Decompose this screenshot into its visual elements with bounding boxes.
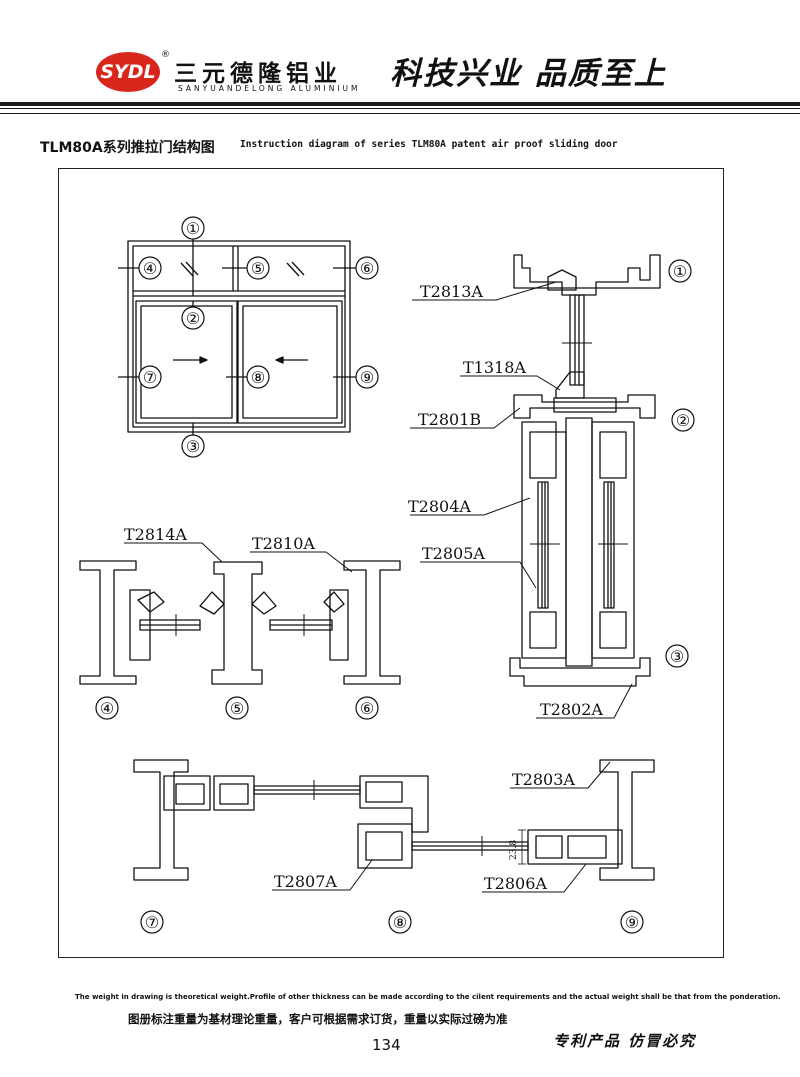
- callout-1: ①: [186, 219, 200, 238]
- leader-lines: [410, 281, 633, 719]
- part-label-t2814a: T2814A: [124, 525, 187, 544]
- page-title-cn: TLM80A系列推拉门结构图: [40, 140, 215, 156]
- section-callout-6: ⑥: [360, 699, 374, 718]
- door-elevation: [118, 232, 358, 440]
- dimension-label: 23.8: [509, 840, 519, 860]
- part-label-t2803a: T2803A: [512, 770, 575, 789]
- company-name-cn: 三元德隆铝业: [174, 61, 342, 87]
- section-callout-3: ③: [670, 647, 684, 666]
- page-title-en: Instruction diagram of series TLM80A pat…: [240, 139, 618, 150]
- diagram-frame: [58, 168, 724, 958]
- company-name-en: SANYUANDELONG ALUMINIUM: [178, 84, 361, 93]
- section-callout-4: ④: [100, 699, 114, 718]
- part-label-t2806a: T2806A: [484, 874, 547, 893]
- callout-8: ⑧: [251, 368, 265, 387]
- part-label-t2804a: T2804A: [408, 497, 471, 516]
- page-number: 134: [372, 1036, 401, 1054]
- callout-3: ③: [186, 437, 200, 456]
- horizontal-section-a: [79, 542, 401, 685]
- callout-2: ②: [186, 309, 200, 328]
- section-callout-2: ②: [676, 411, 690, 430]
- header-rule-thin: [0, 113, 800, 114]
- horizontal-section-b: [133, 759, 655, 893]
- slogan: 科技兴业 品质至上: [390, 56, 667, 92]
- callout-circles: [95, 216, 695, 934]
- callout-9: ⑨: [360, 368, 374, 387]
- callout-6: ⑥: [360, 259, 374, 278]
- footer-note-en: The weight in drawing is theoretical wei…: [75, 993, 781, 1001]
- callout-5: ⑤: [251, 259, 265, 278]
- section-callout-8: ⑧: [393, 913, 407, 932]
- part-label-t2802a: T2802A: [540, 700, 603, 719]
- section-callout-7: ⑦: [145, 913, 159, 932]
- section-callout-5: ⑤: [230, 699, 244, 718]
- section-callout-9: ⑨: [625, 913, 639, 932]
- header-rule: [0, 102, 800, 106]
- registered-mark: ®: [161, 50, 170, 60]
- part-label-t2801b: T2801B: [418, 410, 481, 429]
- vertical-section: [509, 254, 661, 687]
- header-rule-thin: [0, 108, 800, 109]
- patent-notice: 专利产品 仿冒必究: [553, 1032, 697, 1050]
- callout-4: ④: [143, 259, 157, 278]
- footer-note-cn: 图册标注重量为基材理论重量，客户可根据需求订货，重量以实际过磅为准: [128, 1012, 508, 1026]
- part-label-t2810a: T2810A: [252, 534, 315, 553]
- part-label-t2807a: T2807A: [274, 872, 337, 891]
- company-logo: SYDL: [96, 52, 160, 92]
- part-label-t1318a: T1318A: [463, 358, 526, 377]
- part-label-t2813a: T2813A: [420, 282, 483, 301]
- callout-7: ⑦: [143, 368, 157, 387]
- section-callout-1: ①: [673, 262, 687, 281]
- part-label-t2805a: T2805A: [422, 544, 485, 563]
